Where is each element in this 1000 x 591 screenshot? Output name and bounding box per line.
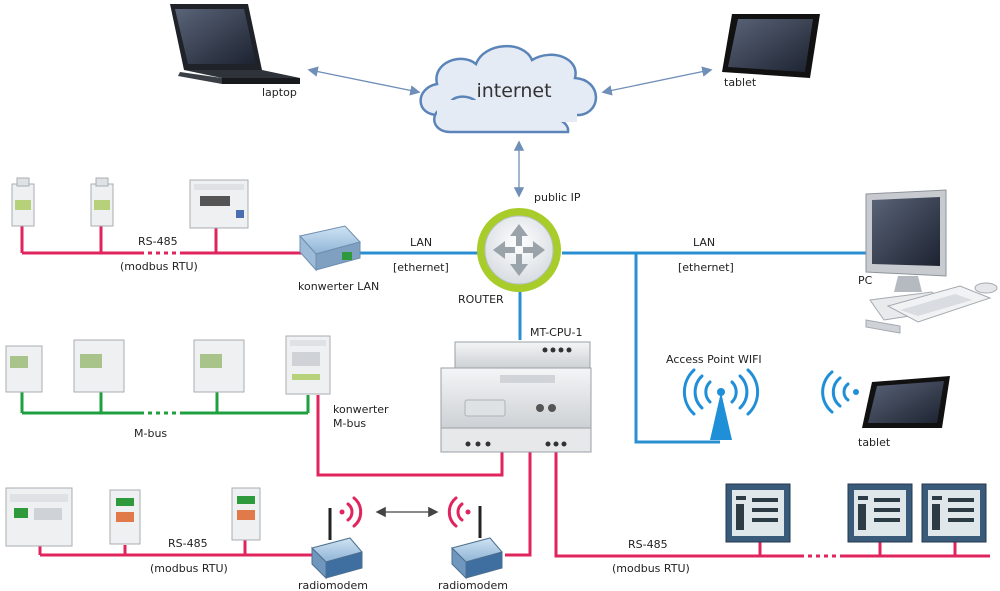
radio-waves-right-icon — [447, 496, 471, 528]
energy-meter-icon-6 — [193, 339, 245, 393]
router-icon — [477, 208, 561, 292]
laptop-label: laptop — [262, 86, 297, 99]
converter-lan-icon — [299, 225, 361, 272]
energy-meter-icon-9 — [231, 487, 261, 541]
tablet-top-label: tablet — [724, 76, 757, 89]
power-analyzer-icon-1 — [725, 483, 791, 543]
pc-label: PC — [858, 274, 873, 287]
access-point-label: Access Point WIFI — [666, 353, 762, 366]
ethernet-right-label: [ethernet] — [678, 261, 734, 274]
tablet-top-icon — [722, 14, 820, 78]
rs485-top-lines — [20, 225, 305, 255]
konwerter-mbus-label-1: konwerter — [333, 403, 389, 416]
cloud-icon: internet — [419, 45, 598, 134]
internet-label: internet — [476, 80, 551, 102]
laptop-icon — [170, 4, 300, 84]
internet-arrows — [307, 66, 713, 198]
mbus-label: M-bus — [134, 427, 167, 440]
mbus-lines — [20, 390, 310, 415]
radiomodem-left-icon — [311, 508, 363, 580]
rs485-top-label: RS-485 — [138, 235, 178, 248]
radiomodem-right-icon — [451, 506, 503, 580]
rs485-bottom-right-label: RS-485 — [628, 538, 668, 551]
public-ip-label: public IP — [534, 191, 581, 204]
lan-right-label: LAN — [693, 236, 715, 249]
mt-cpu-label: MT-CPU-1 — [530, 326, 583, 339]
energy-meter-icon-4 — [5, 345, 43, 393]
mbus-converter-to-controller-line — [316, 395, 504, 477]
modbus-bottom-left-label: (modbus RTU) — [150, 562, 228, 575]
tablet-wifi-label: tablet — [858, 436, 891, 449]
wifi-waves-icon — [821, 370, 859, 414]
lan-lines — [345, 251, 868, 444]
power-analyzer-icon-2 — [847, 483, 913, 543]
konwerter-lan-label: konwerter LAN — [298, 280, 379, 293]
rs485-right-lines — [554, 452, 990, 558]
radiomodem-right-label: radiomodem — [438, 579, 508, 591]
energy-meter-icon-8 — [109, 489, 141, 545]
ethernet-left-label: [ethernet] — [393, 261, 449, 274]
router-label: ROUTER — [458, 293, 504, 306]
energy-meter-icon-5 — [73, 339, 125, 393]
radio-waves-left-icon — [339, 496, 363, 528]
power-analyzer-icon-3 — [921, 483, 987, 543]
energy-meter-icon-7 — [5, 487, 73, 547]
modbus-bottom-right-label: (modbus RTU) — [612, 562, 690, 575]
converter-mbus-icon — [285, 335, 331, 395]
tablet-wifi-icon — [862, 376, 950, 428]
modbus-top-label: (modbus RTU) — [120, 260, 198, 273]
radiomodem-left-label: radiomodem — [298, 579, 368, 591]
wifi-antenna-icon — [682, 368, 760, 440]
energy-meter-icon-3 — [189, 179, 249, 229]
lan-line-access-point — [634, 253, 720, 444]
controller-to-radiomodem-line — [505, 452, 532, 557]
energy-meter-icon-2 — [90, 177, 114, 227]
mt-cpu-controller-icon — [440, 341, 592, 453]
konwerter-mbus-label-2: M-bus — [333, 417, 366, 430]
lan-left-label: LAN — [410, 236, 432, 249]
rs485-bottom-left-lines — [38, 540, 325, 557]
pc-icon — [865, 189, 998, 334]
energy-meter-icon-1 — [11, 177, 35, 227]
rs485-bottom-left-label: RS-485 — [168, 537, 208, 550]
